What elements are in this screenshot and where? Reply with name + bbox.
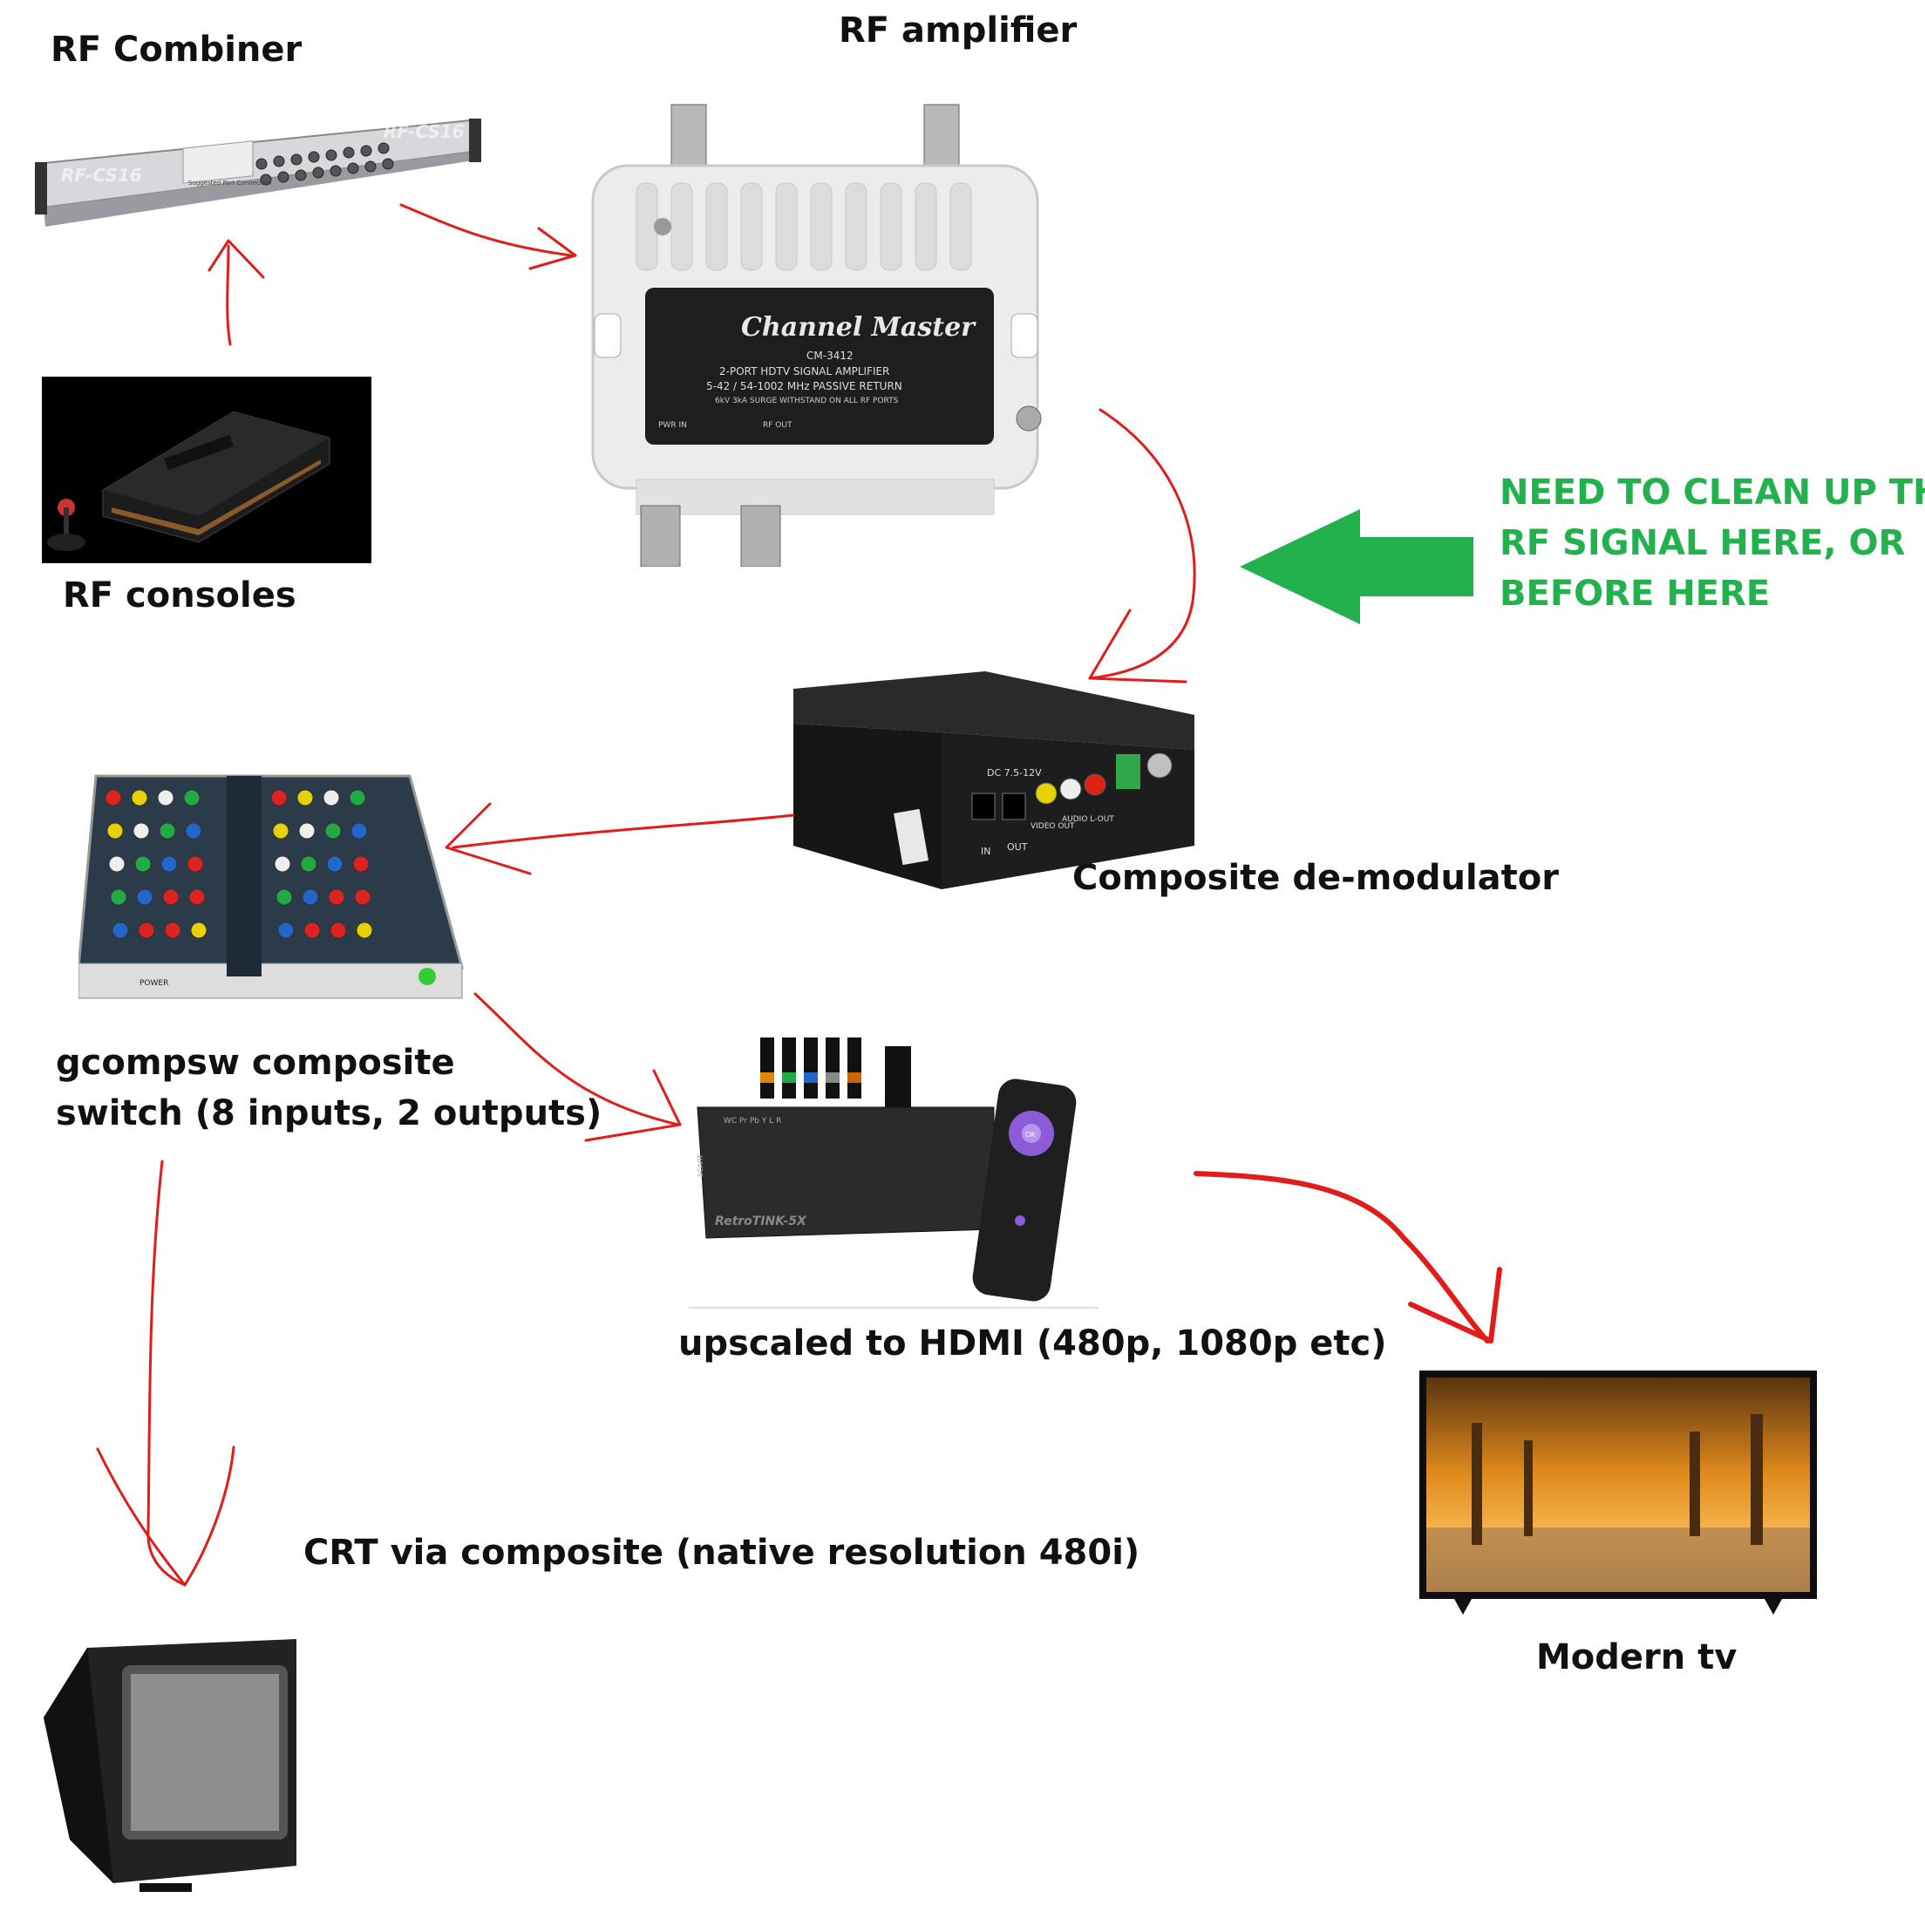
demod-in-text: IN: [981, 846, 990, 857]
demod-video-text: VIDEO OUT: [1031, 822, 1075, 831]
rca-jack: [164, 922, 181, 939]
rf-consoles-image: [42, 377, 371, 563]
rca-jack: [277, 922, 295, 939]
arrow-upscaler-to-tv: [1194, 1171, 1490, 1344]
rca-jack: [187, 855, 204, 873]
rca-jack: [159, 822, 176, 840]
rca-jack: [134, 855, 152, 873]
amp-rfout-text: RF OUT: [763, 421, 792, 430]
rca-jack: [303, 922, 321, 939]
amp-desc-2: 5-42 / 54-1002 MHz PASSIVE RETURN: [706, 380, 902, 392]
arrow-switch-to-upscaler: [473, 992, 680, 1126]
green-attention-arrow: [1240, 509, 1473, 624]
rca-jack: [323, 789, 340, 806]
tink-ports-text: WC Pr Pb Y L R: [724, 1117, 781, 1126]
crt-image: [44, 1639, 296, 1892]
switch-power-text: POWER: [139, 979, 168, 988]
arrowhead-switch-to-upscaler: [584, 1069, 682, 1142]
rca-jack: [270, 789, 288, 806]
rca-jack: [356, 922, 373, 939]
combiner-brand-left: RF-CS16: [61, 165, 142, 186]
label-rf-amplifier: RF amplifier: [839, 10, 1078, 51]
label-crt: CRT via composite (native resolution 480…: [303, 1533, 1140, 1573]
rca-jack: [108, 855, 126, 873]
arrow-combiner-to-amplifier: [399, 203, 573, 257]
rca-jack: [326, 855, 344, 873]
rca-jack: [162, 888, 180, 906]
amp-brand-text: Channel Master: [741, 312, 976, 343]
rca-jack: [300, 855, 317, 873]
rca-jack: [349, 789, 366, 806]
amp-model-text: CM-3412: [806, 350, 854, 362]
amp-desc-1: 2-PORT HDTV SIGNAL AMPLIFIER: [719, 365, 889, 378]
rca-jack: [112, 922, 129, 939]
tink-scart-text: SCART: [697, 1154, 704, 1177]
label-rf-combiner: RF Combiner: [51, 30, 303, 70]
rca-jack: [272, 822, 289, 840]
tink-brand-text: RetroTINK-5X: [715, 1214, 807, 1228]
label-rf-consoles: RF consoles: [63, 575, 296, 616]
arrowhead-consoles-to-combiner: [207, 239, 265, 279]
rca-jack: [157, 789, 174, 806]
rca-jack: [324, 822, 342, 840]
composite-switch-image: POWER: [78, 774, 464, 999]
rca-jack: [190, 922, 207, 939]
rca-jack: [302, 888, 319, 906]
rca-jack: [352, 855, 370, 873]
note-line-1: NEED TO CLEAN UP THE: [1500, 473, 1925, 513]
label-switch-line1: gcompsw composite: [56, 1043, 455, 1083]
rca-jack: [136, 888, 153, 906]
rca-jack: [106, 822, 124, 840]
rca-jack: [188, 888, 206, 906]
rca-jack: [105, 789, 122, 806]
label-demodulator: Composite de-modulator: [1072, 858, 1559, 898]
note-line-3: BEFORE HERE: [1500, 574, 1771, 614]
rca-jack: [131, 789, 148, 806]
note-line-2: RF SIGNAL HERE, OR: [1500, 523, 1906, 563]
rca-jack: [296, 789, 314, 806]
upscaler-image: WC Pr Pb Y L R SCART RetroTINK-5X OK: [689, 1029, 1099, 1316]
arrow-amplifier-to-demodulator: [1088, 408, 1196, 680]
combiner-brand-right: RF-CS16: [384, 121, 465, 142]
arrow-consoles-to-combiner: [226, 244, 232, 346]
arrow-switch-to-crt: [146, 1160, 187, 1587]
rca-jack: [110, 888, 127, 906]
rca-jack: [350, 822, 368, 840]
rca-jack: [183, 789, 201, 806]
amp-desc-3: 6kV 3kA SURGE WITHSTAND ON ALL RF PORTS: [715, 397, 899, 405]
demod-dc-text: DC 7.5-12V: [987, 767, 1042, 779]
demod-audio-text: AUDIO L-OUT: [1062, 815, 1114, 824]
amp-pwr-text: PWR IN: [658, 421, 687, 430]
rca-jack: [354, 888, 371, 906]
label-modern-tv: Modern tv: [1536, 1637, 1738, 1677]
rca-jack: [275, 888, 293, 906]
demodulator-image: DC 7.5-12V IN OUT VIDEO OUT AUDIO L-OUT: [793, 671, 1194, 889]
rca-jack: [274, 855, 291, 873]
arrowhead-amplifier-to-demodulator: [1088, 609, 1187, 684]
arrowhead-switch-to-crt: [96, 1446, 235, 1587]
arrow-demodulator-to-switch: [452, 813, 795, 849]
rca-jack: [185, 822, 202, 840]
demod-out-text: OUT: [1007, 841, 1028, 853]
arrowhead-upscaler-to-tv: [1408, 1267, 1502, 1344]
modern-tv-image: [1419, 1371, 1817, 1615]
remote-ok-text: OK: [1025, 1131, 1036, 1139]
rf-combiner-image: Suggested Port Connection RF-CS16 RF-CS1…: [35, 119, 481, 227]
label-upscaler: upscaled to HDMI (480p, 1080p etc): [678, 1323, 1387, 1364]
rca-jack: [298, 822, 316, 840]
rca-jack: [160, 855, 178, 873]
rf-amplifier-image: Channel Master CM-3412 2-PORT HDTV SIGNA…: [591, 104, 1042, 567]
arrowhead-demodulator-to-switch: [445, 802, 532, 875]
combiner-panel-text: Suggested Port Connection: [188, 180, 271, 187]
arrowhead-combiner-to-amplifier: [528, 227, 577, 270]
rca-jack: [138, 922, 155, 939]
label-switch-line2: switch (8 inputs, 2 outputs): [56, 1093, 602, 1133]
rca-jack: [328, 888, 345, 906]
rca-jack: [330, 922, 347, 939]
rca-jack: [133, 822, 150, 840]
